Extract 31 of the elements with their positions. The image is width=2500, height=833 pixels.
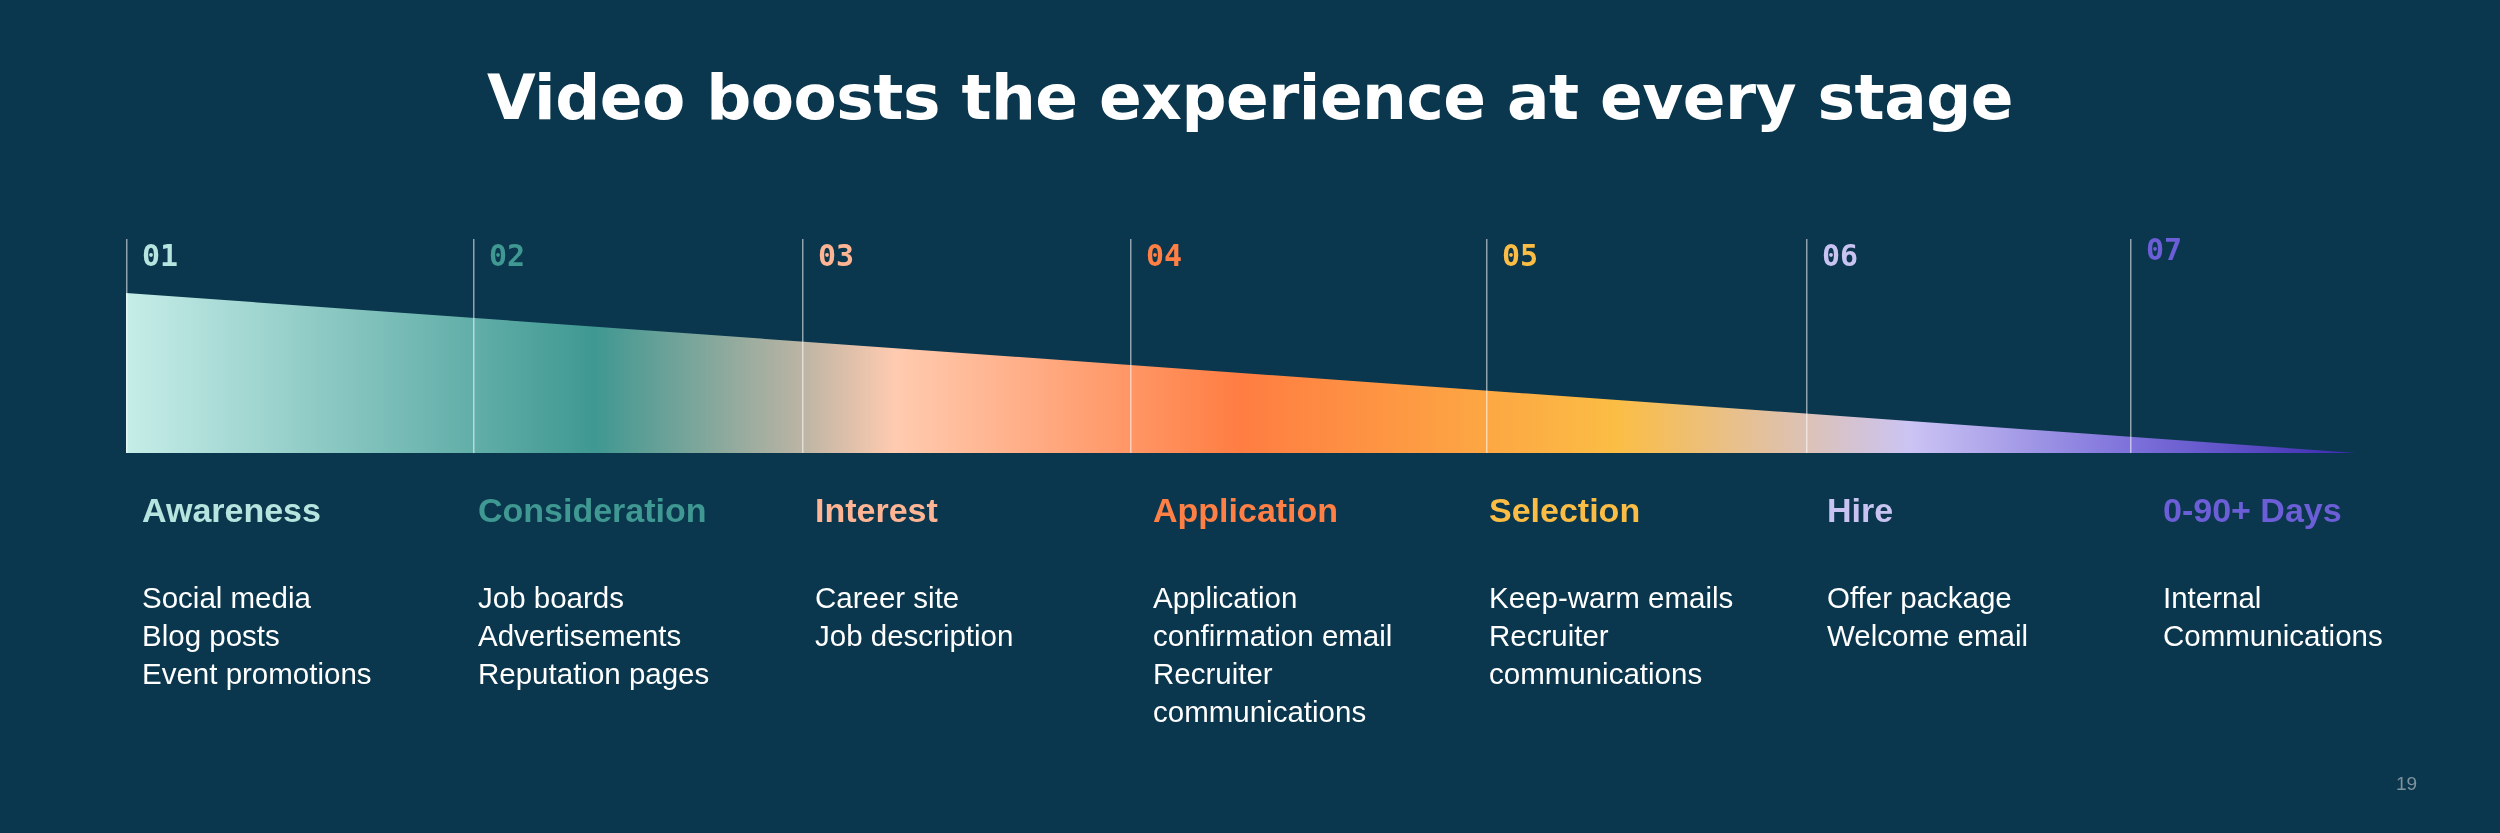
- list-item: Welcome email: [1827, 618, 2029, 654]
- stage-heading: Awareness: [142, 490, 321, 530]
- list-item: Application confirmation email: [1153, 580, 1394, 654]
- stage-number: 05: [1502, 239, 1539, 273]
- stage-number: 07: [2146, 233, 2183, 267]
- list-item: Social media: [142, 580, 311, 616]
- stage-heading: 0-90+ Days: [2163, 490, 2342, 530]
- list-item: Career site: [815, 580, 960, 616]
- list-item: Job description: [815, 618, 1014, 654]
- stage-number: 01: [142, 239, 179, 273]
- stage-heading: Consideration: [478, 490, 707, 530]
- list-item: Recruiter communications: [1153, 656, 1368, 730]
- list-item: Keep-warm emails: [1489, 580, 1734, 616]
- list-item: Offer package: [1827, 580, 2012, 616]
- stage-number: 02: [489, 239, 526, 273]
- stage-heading: Selection: [1489, 490, 1641, 530]
- page-number: 19: [2396, 773, 2418, 795]
- list-item: Blog posts: [142, 618, 280, 654]
- list-item: Reputation pages: [478, 656, 710, 692]
- list-item: Advertisements: [478, 618, 682, 654]
- slide-title: Video boosts the experience at every stage: [486, 60, 2014, 136]
- list-item: Internal Communications: [2163, 580, 2384, 654]
- stage-heading: Application: [1153, 490, 1339, 530]
- stage-number: 04: [1146, 239, 1183, 273]
- list-item: Event promotions: [142, 656, 372, 692]
- stage-number: 06: [1822, 239, 1859, 273]
- list-item: Recruiter communications: [1489, 618, 1704, 692]
- list-item: Job boards: [478, 580, 624, 616]
- stage-number: 03: [818, 239, 855, 273]
- stage-heading: Interest: [815, 490, 938, 530]
- stage-heading: Hire: [1827, 490, 1894, 530]
